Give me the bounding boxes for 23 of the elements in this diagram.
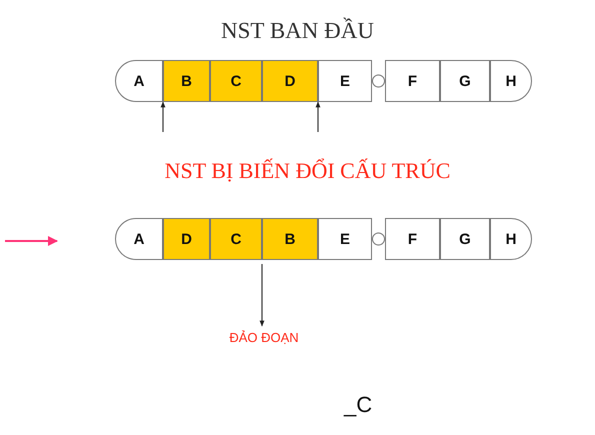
gene-segment: C <box>210 218 262 260</box>
gene-segment: B <box>262 218 318 260</box>
label-text: _C <box>344 392 374 418</box>
gene-segment: C <box>210 60 262 102</box>
arrow <box>260 264 264 327</box>
gene-segment: G <box>440 60 490 102</box>
subheading: NST BỊ BIẾN ĐỔI CẤU TRÚC <box>164 158 452 184</box>
gene-segment: G <box>440 218 490 260</box>
annotation-text: ĐẢO ĐOẠN <box>214 330 314 350</box>
gene-segment: B <box>163 60 210 102</box>
gene-segment: F <box>385 218 440 260</box>
gene-segment: F <box>385 60 440 102</box>
arrow <box>160 101 166 132</box>
heading: NST BAN ĐẦU <box>220 18 375 44</box>
gene-segment: D <box>262 60 318 102</box>
gene-segment: A <box>115 218 163 260</box>
gene-segment: H <box>490 218 532 260</box>
gene-segment: A <box>115 60 163 102</box>
gene-segment: H <box>490 60 532 102</box>
gene-segment: E <box>318 60 372 102</box>
gene-segment: D <box>163 218 210 260</box>
gene-segment: E <box>318 218 372 260</box>
arrow <box>316 101 320 132</box>
